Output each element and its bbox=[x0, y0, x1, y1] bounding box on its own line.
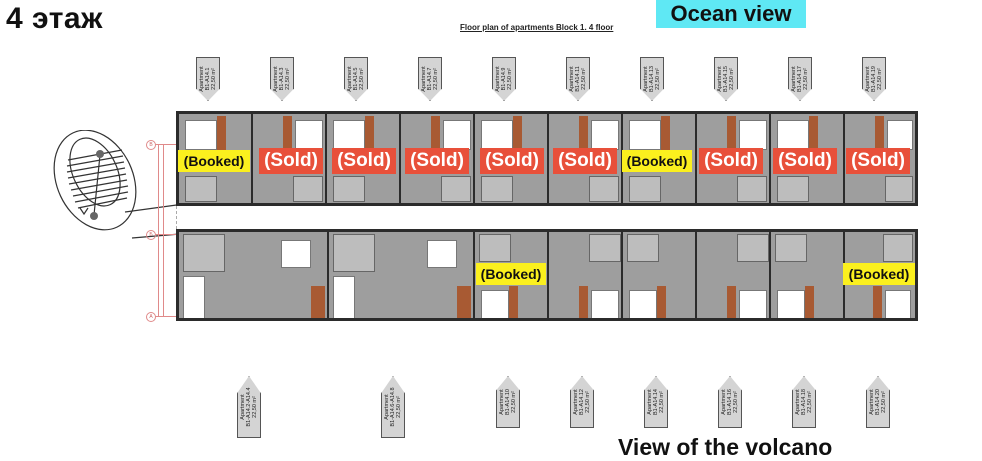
dimension-line bbox=[158, 145, 159, 317]
apartment-unit[interactable] bbox=[327, 114, 401, 203]
apartment-unit[interactable] bbox=[475, 114, 549, 203]
axis-marker-b: Б bbox=[146, 230, 156, 240]
dimension-line bbox=[155, 234, 177, 235]
status-badge-sold: (Sold) bbox=[773, 148, 837, 174]
dimension-line bbox=[155, 316, 177, 317]
status-badge-sold: (Sold) bbox=[846, 148, 910, 174]
plan-title: Floor plan of apartments Block 1. 4 floo… bbox=[460, 23, 614, 32]
apartment-unit[interactable] bbox=[771, 232, 845, 318]
apartment-unit[interactable] bbox=[475, 232, 549, 318]
apartment-unit[interactable] bbox=[845, 232, 915, 318]
status-badge-booked: (Booked) bbox=[843, 263, 915, 285]
dimension-line bbox=[163, 145, 164, 317]
status-badge-sold: (Sold) bbox=[480, 148, 544, 174]
status-badge-sold: (Sold) bbox=[259, 148, 323, 174]
apartment-unit[interactable] bbox=[697, 114, 771, 203]
status-badge-sold: (Sold) bbox=[699, 148, 763, 174]
axis-marker-v: В bbox=[146, 140, 156, 150]
apartment-unit[interactable] bbox=[179, 232, 329, 318]
axis-marker-a: А bbox=[146, 312, 156, 322]
apartment-unit[interactable] bbox=[845, 114, 915, 203]
apartment-unit[interactable] bbox=[623, 114, 697, 203]
apartment-unit[interactable] bbox=[697, 232, 771, 318]
floor-title: 4 этаж bbox=[6, 2, 103, 35]
apartment-unit[interactable] bbox=[329, 232, 475, 318]
status-badge-sold: (Sold) bbox=[332, 148, 396, 174]
apartment-unit[interactable] bbox=[549, 232, 623, 318]
apartment-unit[interactable] bbox=[623, 232, 697, 318]
status-badge-sold: (Sold) bbox=[405, 148, 469, 174]
ocean-view-label: Ocean view bbox=[656, 0, 806, 28]
status-badge-booked: (Booked) bbox=[476, 263, 546, 285]
apartment-unit[interactable] bbox=[771, 114, 845, 203]
apartment-unit[interactable] bbox=[253, 114, 327, 203]
dimension-line bbox=[155, 144, 177, 145]
volcano-side-units bbox=[176, 229, 918, 321]
building-block bbox=[176, 111, 919, 321]
corridor bbox=[176, 206, 919, 229]
status-badge-booked: (Booked) bbox=[178, 150, 250, 172]
apartment-unit[interactable] bbox=[179, 114, 253, 203]
status-badge-sold: (Sold) bbox=[553, 148, 617, 174]
status-badge-booked: (Booked) bbox=[622, 150, 692, 172]
volcano-view-label: View of the volcano bbox=[618, 434, 833, 460]
